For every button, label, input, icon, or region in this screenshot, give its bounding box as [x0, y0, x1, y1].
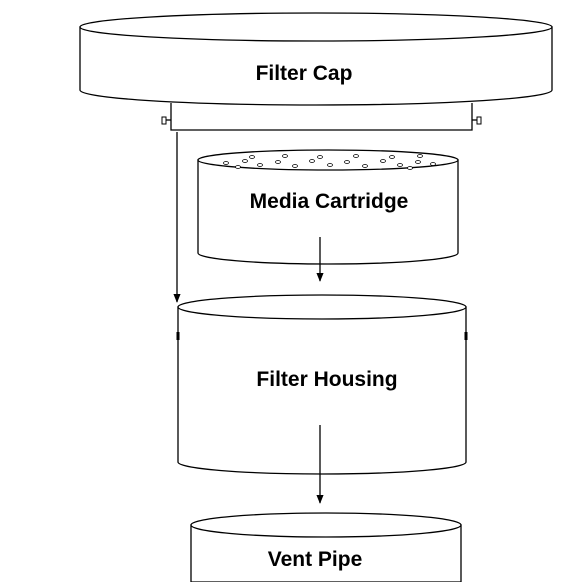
- media-cartridge: Media Cartridge: [197, 149, 459, 265]
- filter-cap-label: Filter Cap: [256, 62, 353, 85]
- filter-housing: Filter Housing: [176, 294, 468, 475]
- cartridge-perforations: [223, 154, 436, 170]
- filter-cap: Filter Cap: [79, 12, 553, 131]
- vent-pipe-label: Vent Pipe: [268, 548, 363, 571]
- filter-housing-label: Filter Housing: [256, 368, 397, 391]
- vent-pipe: Vent Pipe: [190, 512, 462, 582]
- media-cartridge-label: Media Cartridge: [250, 190, 409, 213]
